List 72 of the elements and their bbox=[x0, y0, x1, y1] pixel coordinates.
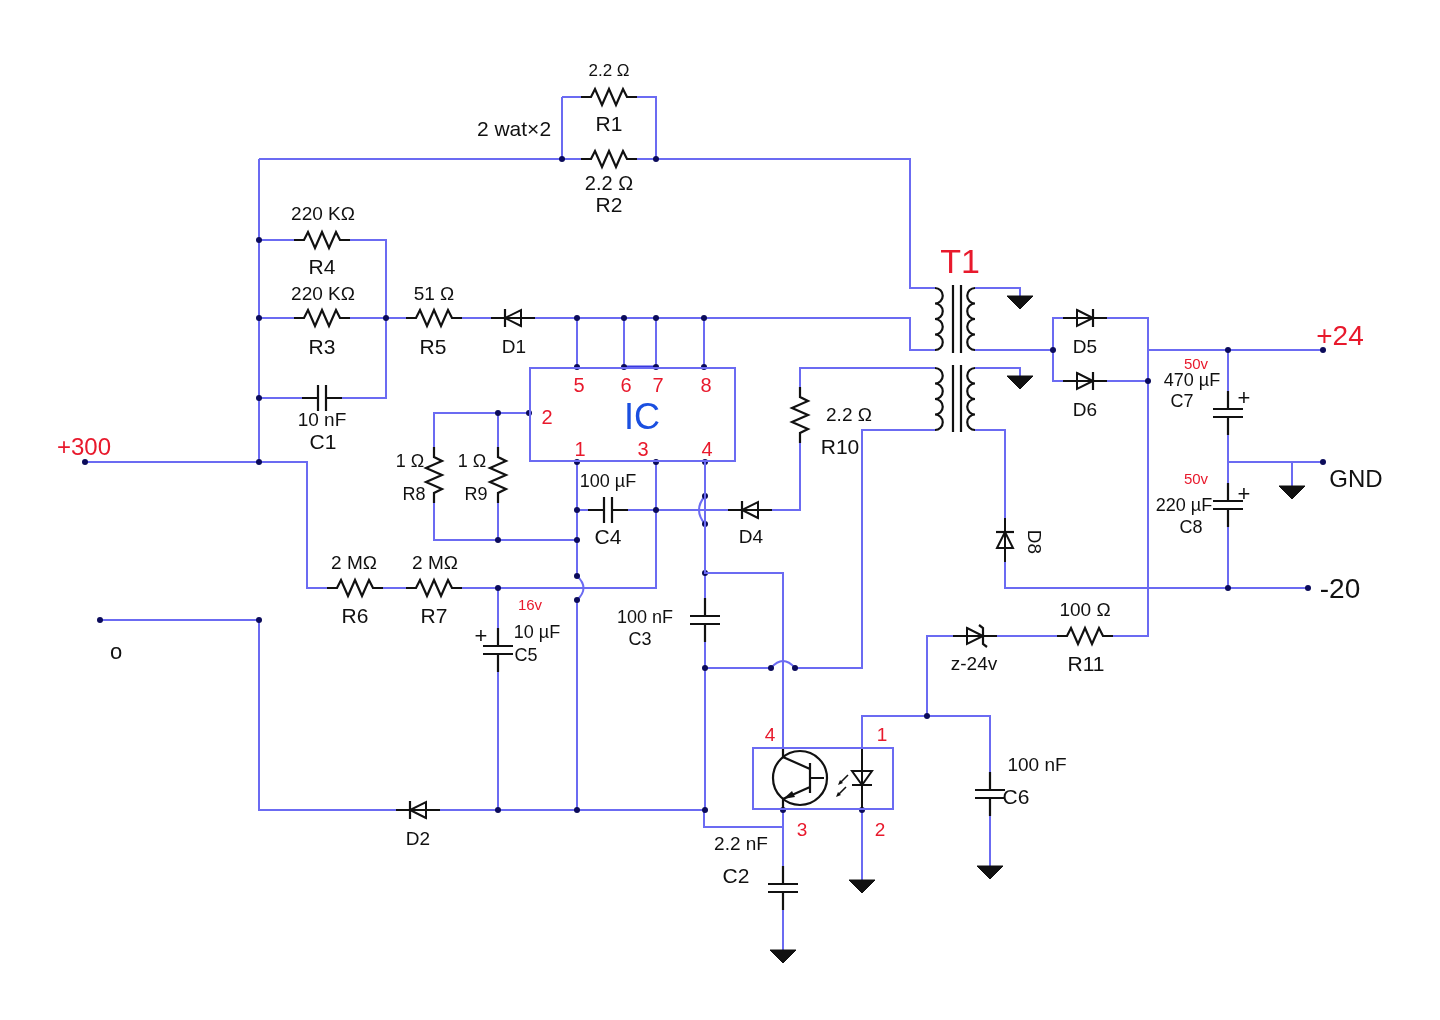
component-label: R6 bbox=[341, 604, 369, 628]
terminal-label: +300 bbox=[56, 433, 112, 461]
component-value: 10 nF bbox=[297, 409, 347, 431]
component-value: 10 µF bbox=[513, 623, 561, 643]
component-label: D8 bbox=[1023, 529, 1045, 555]
component-label: R5 bbox=[419, 335, 447, 359]
component-value: 100 nF bbox=[617, 608, 673, 628]
pin-number: 5 bbox=[573, 374, 585, 396]
pin-number: 7 bbox=[652, 374, 664, 396]
component-value: 100 Ω bbox=[1059, 599, 1111, 621]
wire bbox=[704, 461, 784, 748]
component-value: 2.2 nF bbox=[714, 833, 768, 855]
component-value: 220 KΩ bbox=[291, 283, 355, 305]
component-value: 470 µF bbox=[1163, 371, 1221, 391]
voltage-rating: 50v bbox=[1183, 355, 1209, 373]
pin-number: 2 bbox=[541, 406, 553, 428]
component-label: R11 bbox=[1067, 652, 1105, 676]
component-label: R8 bbox=[402, 485, 426, 505]
pin-number: 2 bbox=[874, 819, 886, 841]
component-value: 2.2 Ω bbox=[588, 61, 630, 81]
component-label: C3 bbox=[628, 630, 652, 650]
component-label: C5 bbox=[514, 646, 538, 666]
component-value: 2 MΩ bbox=[331, 552, 377, 574]
voltage-rating: 50v bbox=[1183, 470, 1209, 488]
component-label: D1 bbox=[501, 336, 527, 358]
ic-chip bbox=[529, 367, 736, 462]
pin-number: 3 bbox=[637, 438, 649, 460]
pin-number: 4 bbox=[764, 724, 776, 746]
component-value: 100 nF bbox=[1007, 754, 1067, 776]
component-label: R2 bbox=[595, 193, 623, 217]
component-label: D4 bbox=[738, 526, 764, 548]
voltage-rating: 16v bbox=[517, 596, 543, 614]
pin-number: 3 bbox=[796, 819, 808, 841]
component-value: 2.2 Ω bbox=[826, 404, 872, 426]
component-label: C6 bbox=[1002, 785, 1030, 809]
terminal-label: +24 bbox=[1316, 320, 1364, 352]
component-label: D5 bbox=[1072, 336, 1098, 358]
component-label: C2 bbox=[722, 864, 750, 888]
component-label: C8 bbox=[1179, 518, 1203, 538]
component-value: 51 Ω bbox=[413, 283, 455, 305]
component-label: D2 bbox=[405, 828, 431, 850]
component-label: R4 bbox=[308, 255, 336, 279]
pin-number: 1 bbox=[574, 438, 586, 460]
rating-note: 2 wat×2 bbox=[476, 117, 552, 141]
component-label: T1 bbox=[940, 243, 980, 281]
component-label: R10 bbox=[820, 435, 860, 459]
terminal-label: -20 bbox=[1319, 573, 1361, 605]
component-label: R1 bbox=[595, 112, 623, 136]
pin-number: 1 bbox=[876, 724, 888, 746]
chip-label: IC bbox=[624, 397, 660, 437]
component-value: z-24v bbox=[950, 653, 998, 675]
terminal-label: o bbox=[109, 639, 123, 665]
component-label: R3 bbox=[308, 335, 336, 359]
pin-number: 8 bbox=[700, 374, 712, 396]
polarity-mark: + bbox=[1237, 481, 1251, 507]
component-label: D6 bbox=[1072, 399, 1098, 421]
component-value: 220 µF bbox=[1155, 496, 1213, 516]
component-label: C7 bbox=[1170, 392, 1194, 412]
polarity-mark: + bbox=[474, 623, 488, 649]
component-label: C1 bbox=[309, 430, 337, 454]
pin-number: 4 bbox=[701, 438, 713, 460]
component-value: 2.2 Ω bbox=[584, 172, 634, 194]
polarity-mark: + bbox=[1237, 385, 1251, 411]
component-value: 220 KΩ bbox=[291, 203, 355, 225]
component-value: 1 Ω bbox=[395, 452, 425, 472]
component-value: 1 Ω bbox=[457, 452, 487, 472]
component-value: 2 MΩ bbox=[412, 552, 458, 574]
terminal-label: GND bbox=[1329, 465, 1383, 493]
component-label: C4 bbox=[594, 525, 622, 549]
pin-number: 6 bbox=[620, 374, 632, 396]
component-label: R9 bbox=[464, 485, 488, 505]
component-label: R7 bbox=[420, 604, 448, 628]
